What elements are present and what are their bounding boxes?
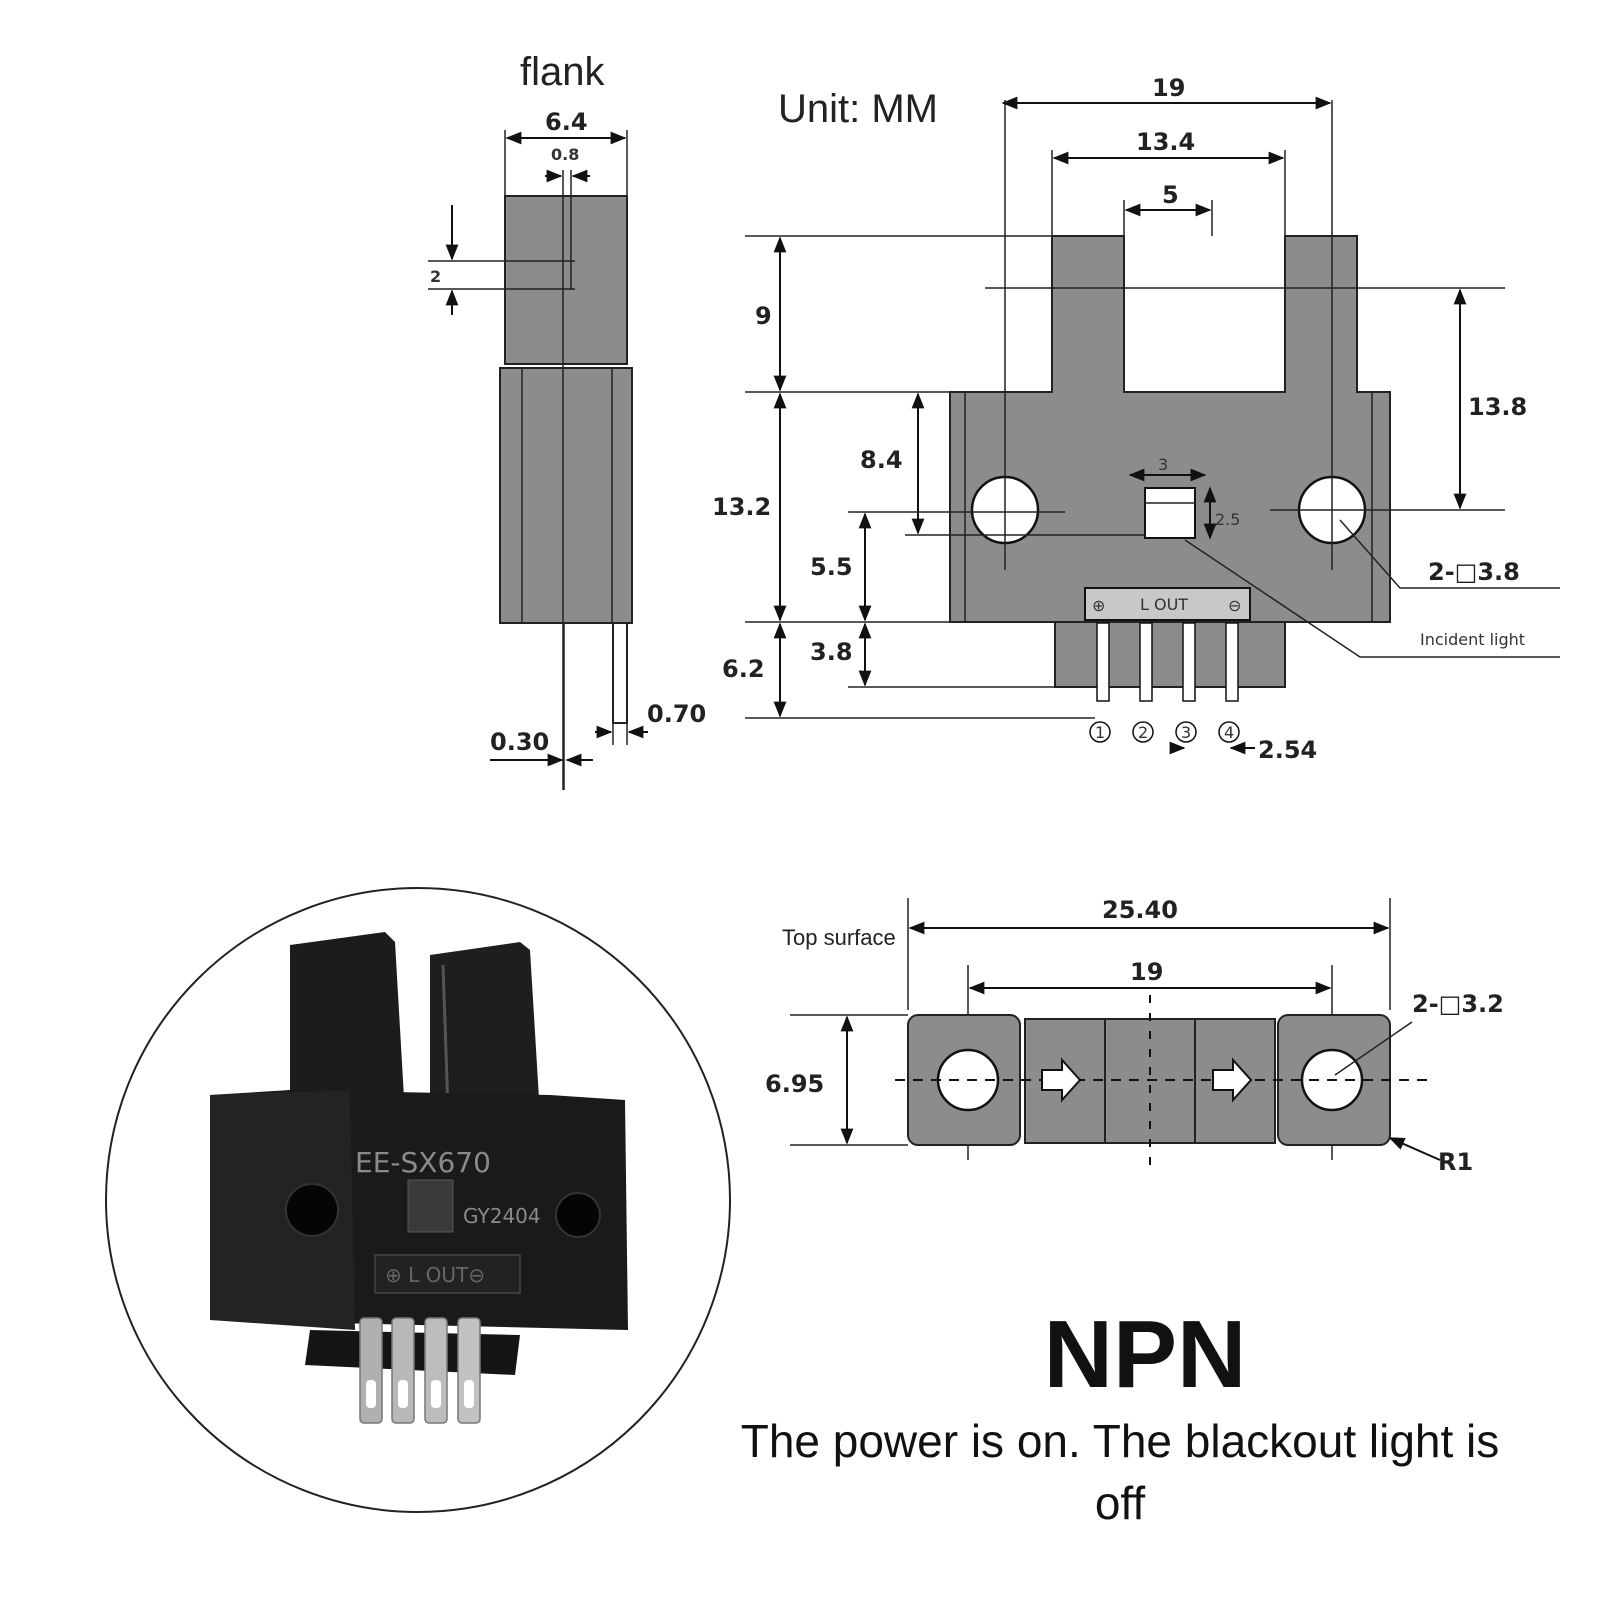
front-base bbox=[1054, 621, 1286, 688]
npn-description: The power is on. The blackout light is o… bbox=[740, 1415, 1500, 1529]
dim-top-25-40: 25.40 bbox=[1102, 896, 1178, 924]
right-prong bbox=[430, 942, 540, 1115]
dim-side-pin-gap: 0.70 bbox=[647, 700, 706, 728]
photo-window bbox=[407, 1179, 454, 1233]
pin-1-label: 1 bbox=[1095, 723, 1105, 742]
front-view: Unit: MM ⊕ ⊖ L OUT 1 2 bbox=[712, 74, 1560, 764]
dim-top-6-95: 6.95 bbox=[765, 1070, 824, 1098]
photo-model-label: EE-SX670 bbox=[355, 1146, 491, 1179]
terminal-label: L OUT bbox=[1140, 595, 1188, 614]
dim-front-13-8: 13.8 bbox=[1468, 393, 1527, 421]
product-photo: EE-SX670 GY2404 ⊕ L OUT⊖ bbox=[105, 887, 731, 1513]
dim-front-6-2: 6.2 bbox=[722, 655, 765, 683]
top-surface-label: Top surface bbox=[782, 925, 896, 950]
top-view: Top surface 25.40 19 6.95 2-□3.2 R1 bbox=[765, 896, 1504, 1176]
pin-3-label: 3 bbox=[1181, 723, 1191, 742]
side-upper-body bbox=[504, 195, 628, 365]
dim-front-3-8: 3.8 bbox=[810, 638, 853, 666]
dim-top-19: 19 bbox=[1130, 958, 1163, 986]
dim-side-2: 2 bbox=[430, 267, 441, 286]
dim-front-3: 3 bbox=[1158, 455, 1168, 474]
dim-side-slit: 0.8 bbox=[551, 145, 579, 164]
terminal-strip bbox=[1084, 587, 1251, 621]
photo-hole-right bbox=[555, 1192, 601, 1238]
left-prong bbox=[290, 932, 405, 1115]
dim-front-8-4: 8.4 bbox=[860, 446, 903, 474]
dim-top-hole: 2-□3.2 bbox=[1412, 990, 1504, 1018]
dim-side-width: 6.4 bbox=[545, 108, 588, 136]
photo-terminal-plate bbox=[374, 1254, 521, 1294]
dim-front-19: 19 bbox=[1152, 74, 1185, 102]
npn-title: NPN bbox=[1043, 1301, 1247, 1408]
dim-front-2-5: 2.5 bbox=[1215, 510, 1240, 529]
terminal-minus-icon: ⊖ bbox=[1228, 596, 1241, 615]
photo-hole-left bbox=[285, 1183, 339, 1237]
dim-front-5-5: 5.5 bbox=[810, 553, 853, 581]
incident-light-label: Incident light bbox=[1420, 630, 1525, 649]
photo-terminal-label: ⊕ L OUT⊖ bbox=[385, 1263, 485, 1287]
pin-2-label: 2 bbox=[1138, 723, 1148, 742]
dim-front-hole: 2-□3.8 bbox=[1428, 558, 1520, 586]
photo-code-label: GY2404 bbox=[463, 1204, 541, 1228]
arrow-right-icon bbox=[1212, 1057, 1253, 1103]
dim-front-pitch: 2.54 bbox=[1258, 736, 1317, 764]
dim-top-r1: R1 bbox=[1438, 1148, 1473, 1176]
unit-label: Unit: MM bbox=[778, 87, 938, 131]
sensor-window bbox=[1144, 487, 1196, 539]
terminal-plus-icon: ⊕ bbox=[1092, 596, 1105, 615]
dim-front-9: 9 bbox=[755, 302, 772, 330]
front-body bbox=[949, 235, 1391, 623]
pin-4-label: 4 bbox=[1224, 723, 1234, 742]
side-view-title: flank bbox=[520, 50, 605, 94]
dim-side-pin-thick: 0.30 bbox=[490, 728, 549, 756]
side-view: flank 6.4 0.8 2 0.70 0.30 bbox=[428, 50, 706, 790]
pins: 1 2 3 4 bbox=[1089, 622, 1240, 743]
arrow-right-icon bbox=[1041, 1057, 1082, 1103]
dim-front-13-4: 13.4 bbox=[1136, 128, 1195, 156]
photo-pins bbox=[359, 1317, 481, 1424]
dim-front-5: 5 bbox=[1162, 181, 1179, 209]
dim-front-13-2: 13.2 bbox=[712, 493, 771, 521]
